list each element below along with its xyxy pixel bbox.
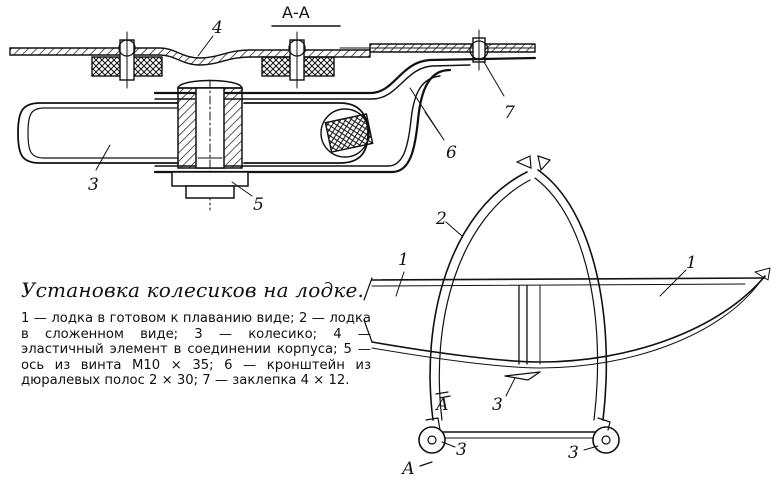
- folded-arch-right-outer: [537, 169, 608, 421]
- section-view: А-А: [9, 3, 537, 215]
- callout-1-left: 1: [398, 250, 409, 270]
- hull-bow: [754, 267, 771, 281]
- callout-2: 2: [435, 209, 447, 229]
- leader-5: [231, 181, 253, 197]
- wheel-stowed: [504, 371, 541, 381]
- bracket-lower: [153, 68, 452, 174]
- leader-3-left: [441, 441, 456, 448]
- leader-6: [409, 87, 445, 141]
- leader-3-top: [95, 144, 111, 171]
- hull-plank-left: [9, 47, 371, 66]
- bracket-upper-inner: [154, 64, 471, 100]
- leader-3-right: [583, 445, 599, 451]
- folded-arch-left-outer: [429, 171, 528, 421]
- hull-gunwale-inner: [371, 283, 746, 287]
- leader-3-mid: [505, 377, 516, 397]
- hull-gunwale: [371, 277, 766, 281]
- hull-bottom-inner: [371, 281, 761, 369]
- section-mark-lower: А: [401, 459, 415, 479]
- hull-break-left: [363, 277, 373, 343]
- joint-bolt-left: [118, 31, 136, 89]
- callout-7: 7: [504, 103, 515, 123]
- callout-1-right: 1: [686, 253, 697, 273]
- side-view: 1 1 2 3 3 3 А А: [363, 155, 771, 479]
- callout-6: 6: [446, 143, 457, 163]
- callout-3-left: 3: [456, 440, 467, 460]
- leader-1-left: [395, 271, 405, 297]
- caption-title: Установка колесиков на лодке.: [21, 278, 365, 302]
- callout-3-top: 3: [88, 175, 99, 195]
- leader-7: [483, 61, 505, 97]
- wheel-left: [418, 417, 446, 454]
- axle-bolt: [171, 79, 249, 211]
- leader-2: [445, 221, 463, 237]
- callout-3-right: 3: [568, 443, 579, 463]
- wheel-section: [17, 102, 374, 164]
- callout-4: 4: [211, 18, 223, 38]
- section-label: А-А: [282, 3, 310, 22]
- caption-legend: 1 — лодка в готовом к плаванию виде; 2 —…: [21, 311, 371, 389]
- folded-arch-left-inner: [438, 179, 531, 421]
- leader-1-right: [659, 269, 687, 297]
- joint-bolt-right: [288, 31, 306, 89]
- bracket-upper: [153, 56, 537, 95]
- leader-4: [197, 35, 214, 57]
- wheel-right: [592, 417, 620, 454]
- figure-caption: Установка колесиков на лодке. 1 — лодка …: [21, 277, 371, 389]
- callout-5: 5: [253, 195, 264, 215]
- folded-arch-right-inner: [534, 177, 599, 421]
- section-mark-upper: А: [435, 395, 449, 415]
- rivet: [469, 29, 489, 71]
- callout-3-mid: 3: [492, 395, 503, 415]
- bracket-lower-inner: [154, 75, 441, 167]
